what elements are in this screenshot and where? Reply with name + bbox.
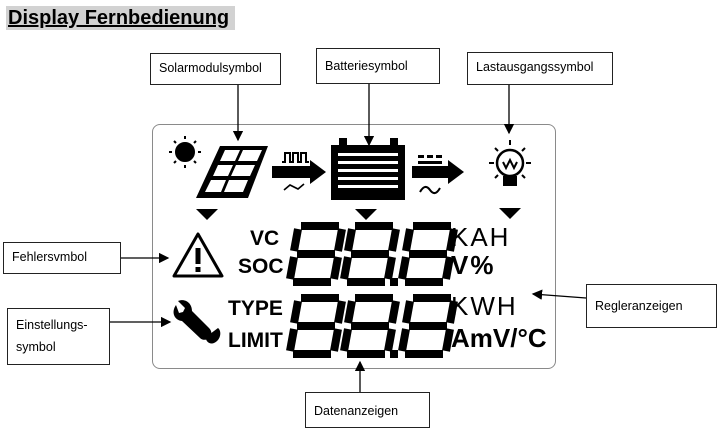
- callout-load-symbol: Lastausgangssymbol: [467, 52, 613, 85]
- page-title: Display Fernbedienung: [6, 6, 236, 30]
- battery-indicator-triangle: [355, 209, 377, 220]
- leader-arrows: [110, 84, 587, 392]
- solar-indicator-triangle: [196, 209, 218, 220]
- callout-controller-displays: Regleranzeigen: [586, 284, 717, 328]
- arrow-controller: [531, 289, 587, 300]
- lower-display-digit-2: [340, 294, 400, 358]
- callout-solar-symbol: Solarmodulsymbol: [150, 53, 281, 85]
- upper-display-digit-2: [340, 222, 400, 286]
- lcd-unit-kwh: KWH: [451, 291, 518, 321]
- lcd-label-limit: LIMIT: [228, 329, 283, 352]
- lightbulb-icon: [489, 140, 531, 186]
- load-indicator-triangle: [499, 208, 521, 219]
- callout-error-symbol: Fehlersvmbol: [3, 242, 121, 274]
- lower-display-digit-3: [398, 294, 458, 358]
- lcd-unit-amv: AmV/°C: [451, 323, 547, 353]
- seven-segment-digits: [286, 222, 458, 358]
- battery-icon: [331, 138, 405, 200]
- lower-display-decimal-point: [390, 350, 398, 358]
- callout-data-displays: Datenanzeigen: [305, 392, 430, 428]
- upper-display-digit-1: [286, 222, 346, 286]
- warning-icon: [172, 232, 224, 278]
- lcd-label-vc: VC: [250, 227, 280, 250]
- callout-settings-line2: symbol: [16, 340, 56, 354]
- dc-arrow-icon: [412, 155, 464, 194]
- lcd-label-soc: SOC: [238, 255, 284, 278]
- lcd-unit-kah: KAH: [451, 222, 511, 252]
- callout-battery-symbol: Batteriesymbol: [316, 48, 440, 84]
- upper-display-decimal-point: [390, 278, 398, 286]
- lower-display-digit-1: [286, 294, 346, 358]
- callout-settings-symbol: Einstellungs- symbol: [7, 308, 110, 365]
- sun-icon: [169, 136, 201, 168]
- lcd-label-type: TYPE: [228, 297, 283, 320]
- wrench-icon: [173, 300, 221, 344]
- upper-display-digit-3: [398, 222, 458, 286]
- callout-settings-line1: Einstellungs-: [16, 318, 88, 332]
- lcd-unit-vpct: V%: [451, 250, 496, 280]
- lcd-panel: [152, 124, 556, 369]
- solar-panel-icon: [196, 146, 268, 198]
- pwm-arrow-icon: [272, 152, 326, 191]
